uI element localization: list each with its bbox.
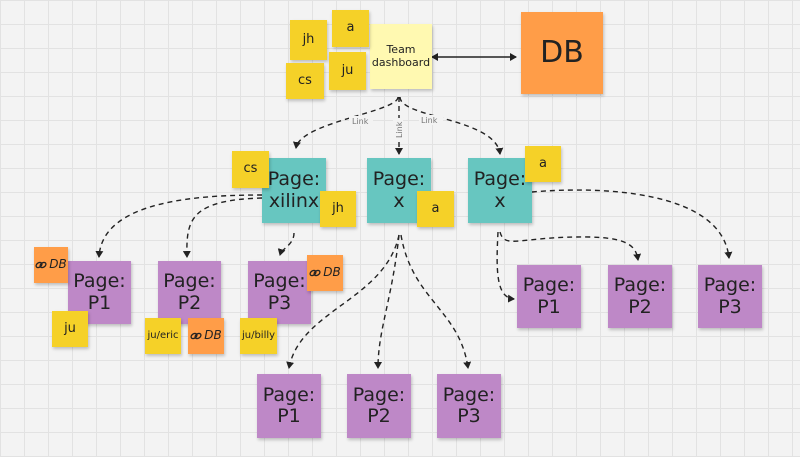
edge-xilinx-p2 — [182, 197, 263, 258]
link-icon — [190, 331, 202, 341]
edge-label-link-mid: Link — [395, 121, 404, 138]
tag-jh-xilinx[interactable]: jh — [320, 191, 356, 227]
db-tag-p3[interactable]: DB — [307, 255, 343, 291]
edge-xilinx-p1 — [95, 194, 263, 258]
edge-xilinx-p3 — [277, 232, 295, 256]
page-p3-mid-note[interactable]: Page: P3 — [437, 374, 501, 438]
edge-x-right-p2 — [499, 231, 642, 261]
page-xilinx-note[interactable]: Page: xilinx — [262, 158, 326, 223]
team-dashboard-note[interactable]: Team dashboard — [370, 24, 432, 89]
edge-x-mid-p1 — [286, 234, 400, 369]
db-tag-p3-label: DB — [323, 265, 341, 280]
tag-jh-top[interactable]: jh — [290, 20, 327, 60]
tag-jubilly-p3[interactable]: ju/billy — [240, 318, 277, 354]
tag-a-mid[interactable]: a — [417, 191, 454, 227]
edge-dashboard-x-right — [399, 96, 504, 155]
tag-a-right[interactable]: a — [525, 146, 561, 182]
edge-label-link-left: Link — [352, 117, 369, 126]
db-tag-p1[interactable]: DB — [34, 247, 68, 283]
tag-cs-xilinx[interactable]: cs — [232, 151, 269, 188]
db-main-note[interactable]: DB — [521, 12, 603, 94]
page-p3-right-note[interactable]: Page: P3 — [698, 265, 762, 328]
db-tag-p2-label: DB — [204, 328, 222, 343]
page-p2-mid-note[interactable]: Page: P2 — [347, 374, 411, 438]
page-p1-mid-note[interactable]: Page: P1 — [257, 374, 321, 438]
tag-ju-top[interactable]: ju — [329, 52, 366, 90]
edge-dashboard-xilinx — [292, 96, 399, 149]
tag-a-top[interactable]: a — [332, 10, 369, 47]
edge-x-mid-p3 — [400, 234, 472, 369]
page-p2-right-note[interactable]: Page: P2 — [608, 265, 672, 328]
edge-x-right-p3 — [531, 189, 733, 259]
tag-jueric-p2[interactable]: ju/eric — [145, 318, 181, 354]
tag-ju-p1[interactable]: ju — [52, 311, 88, 347]
page-x-right-note[interactable]: Page: x — [468, 158, 532, 223]
tag-cs-top[interactable]: cs — [286, 63, 324, 99]
page-p1-right-note[interactable]: Page: P1 — [517, 265, 581, 328]
page-p2-left-note[interactable]: Page: P2 — [158, 261, 221, 324]
page-p3-left-note[interactable]: Page: P3 — [248, 261, 311, 324]
edge-x-right-p1 — [496, 231, 515, 303]
db-tag-p1-label: DB — [49, 257, 67, 272]
edge-label-link-right: Link — [421, 116, 438, 125]
edge-x-mid-p2 — [374, 234, 400, 369]
db-tag-p2[interactable]: DB — [188, 318, 224, 354]
link-icon — [309, 268, 321, 278]
link-icon — [35, 260, 47, 270]
